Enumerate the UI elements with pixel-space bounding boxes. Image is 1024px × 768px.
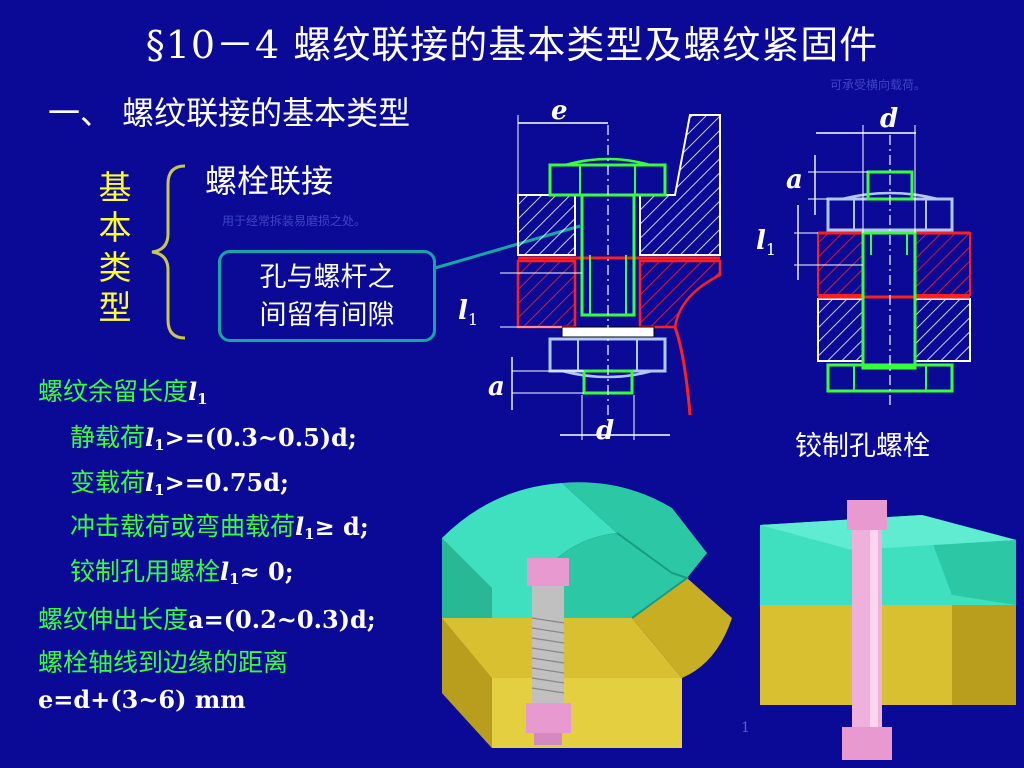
callout-line: 孔与螺杆之	[259, 262, 395, 293]
edge-distance-label: 螺栓轴线到边缘的距离	[38, 648, 289, 677]
dim-l1-label: l1	[458, 296, 479, 330]
basic-types-char: 型	[98, 288, 132, 327]
basic-types-char: 基	[98, 168, 132, 207]
basic-types-vertical: 基 本 类 型	[95, 168, 135, 328]
reamed-bolt-label: 铰制孔螺栓	[795, 431, 930, 462]
bolt-connection-label: 螺栓联接	[205, 162, 334, 200]
residual-item-impact: 冲击载荷或弯曲载荷l1≥ d;	[70, 512, 369, 544]
residual-item-static: 静载荷l1>=(0.3~0.5)d;	[70, 423, 357, 455]
watermark-mid: 用于经常拆装易磨损之处。	[222, 214, 367, 228]
reamed-dim-d-label: d	[880, 104, 899, 134]
reamed-dim-a-label: a	[786, 165, 803, 195]
watermark-top: 可承受横向载荷。	[830, 78, 927, 92]
extension-length: 螺纹伸出长度a=(0.2~0.3)d;	[38, 605, 376, 634]
dim-a-label: a	[488, 372, 505, 402]
callout-line: 间留有间隙	[259, 300, 395, 331]
page-number: 1	[741, 720, 750, 736]
dim-d-label: d	[596, 416, 615, 446]
bolt-3d-illustration	[442, 482, 732, 748]
page-title: §10－4 螺纹联接的基本类型及螺纹紧固件	[145, 23, 879, 67]
edge-distance-formula: e=d+(3~6) mm	[38, 685, 246, 714]
reamed-bolt-diagram	[794, 125, 971, 405]
reamed-bolt-3d-illustration	[760, 500, 1016, 760]
clearance-callout: 孔与螺杆之 间留有间隙	[218, 250, 436, 342]
bolt-connection-diagram	[500, 114, 722, 440]
residual-item-reamed: 铰制孔用螺栓l1≈ 0;	[70, 557, 294, 589]
section-heading: 一、 螺纹联接的基本类型	[48, 94, 411, 132]
residual-item-variable: 变载荷l1>=0.75d;	[70, 468, 289, 500]
residual-length-heading: 螺纹余留长度l1	[38, 377, 208, 409]
basic-types-char: 类	[98, 248, 132, 287]
reamed-dim-l1-label: l1	[756, 226, 777, 260]
dim-e-label: e	[551, 96, 568, 126]
basic-types-char: 本	[98, 208, 132, 247]
brace-icon	[151, 164, 186, 340]
